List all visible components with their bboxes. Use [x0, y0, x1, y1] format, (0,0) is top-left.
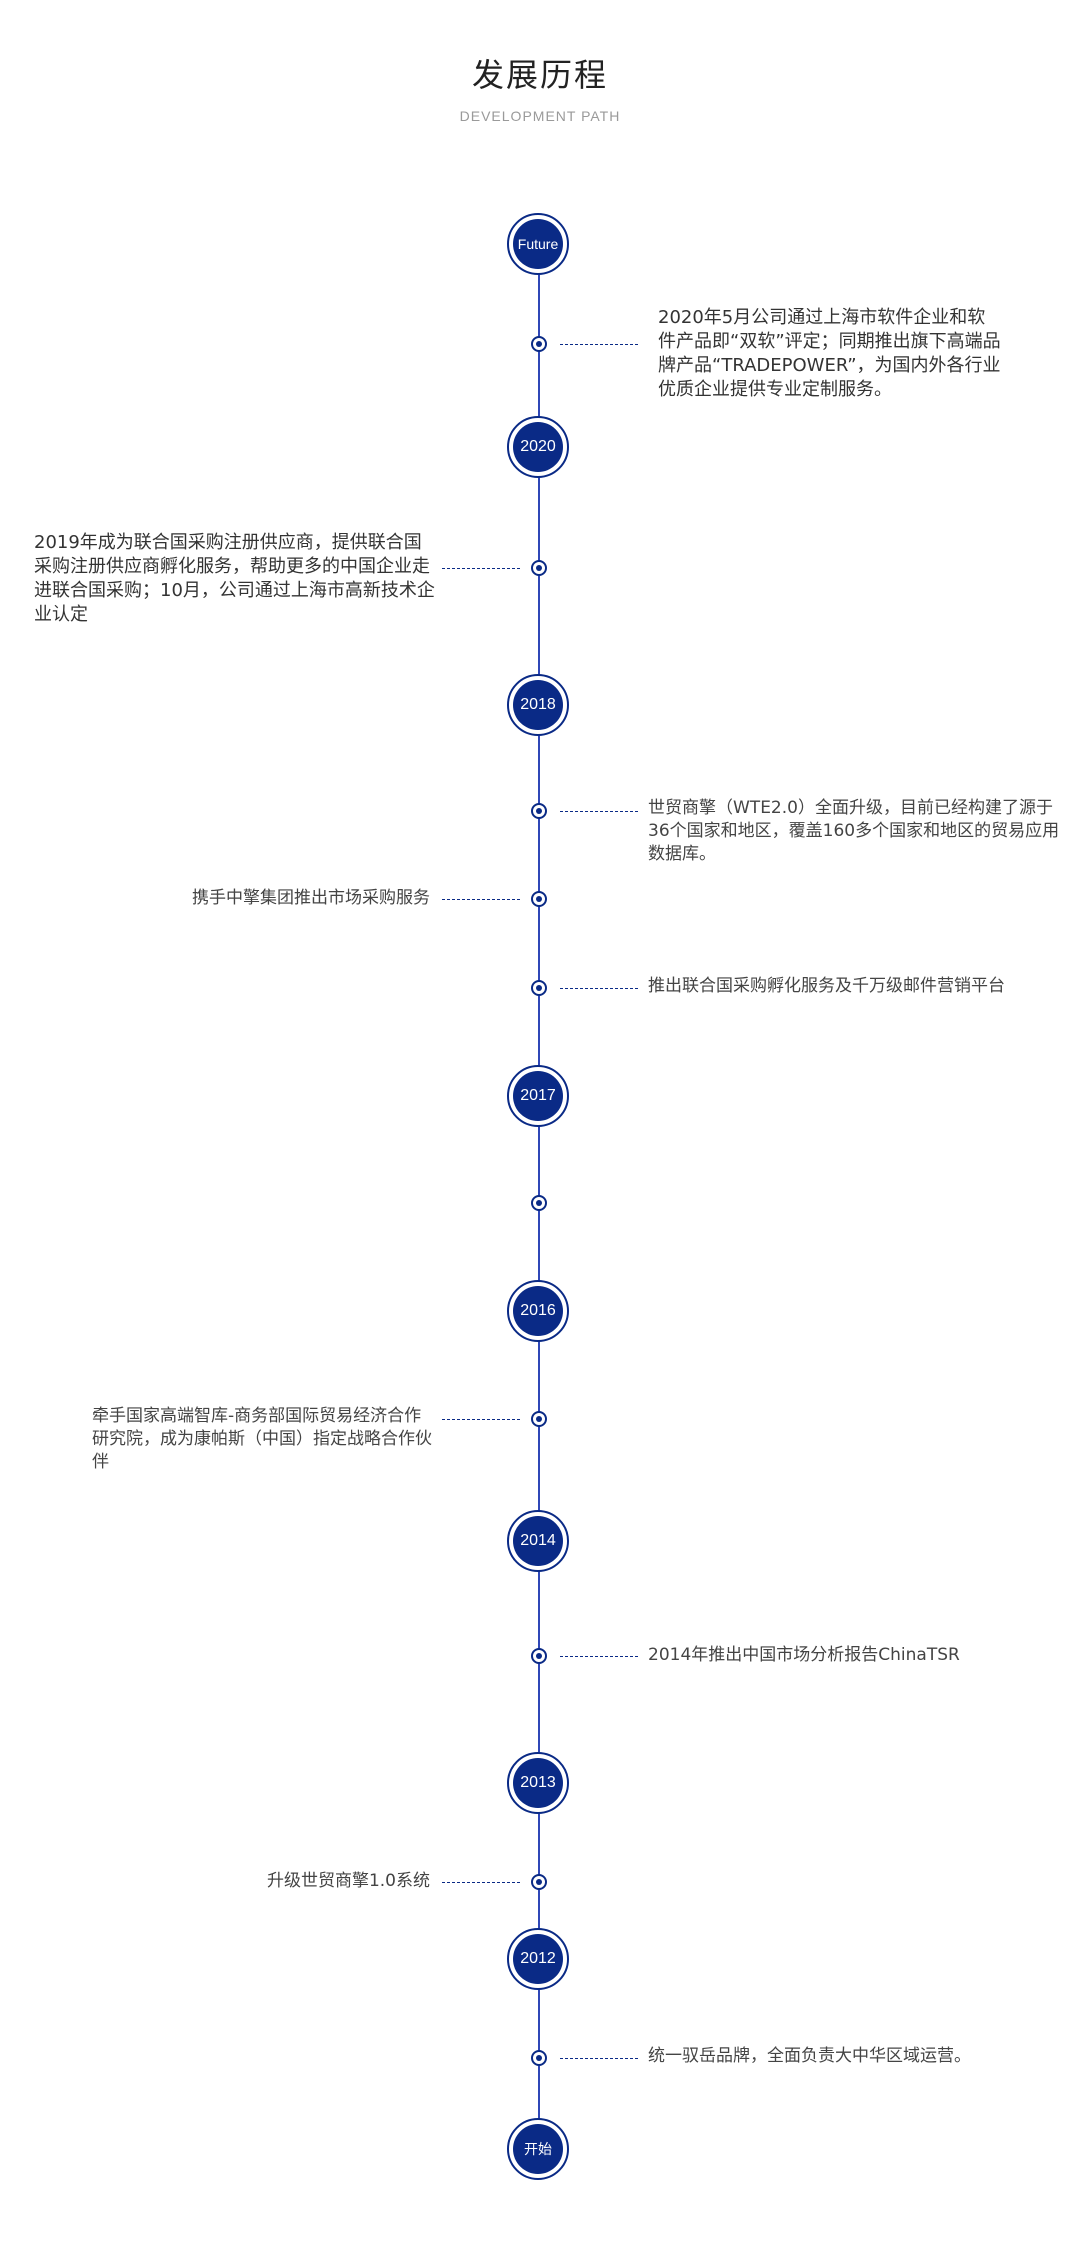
event-dot-2014	[531, 1648, 547, 1664]
connector-2018c	[560, 988, 638, 989]
node-future-label: Future	[513, 219, 563, 269]
node-2017: 2017	[507, 1065, 569, 1127]
event-dot-2017	[531, 1195, 547, 1211]
connector-2018b	[442, 899, 520, 900]
connector-2018a	[560, 811, 638, 812]
connector-2012	[560, 2058, 638, 2059]
event-text-2019: 2019年成为联合国采购注册供应商，提供联合国采购注册供应商孵化服务，帮助更多的…	[34, 532, 435, 625]
connector-2020	[560, 344, 638, 345]
node-2018-label: 2018	[513, 680, 563, 730]
event-dot-2020	[531, 336, 547, 352]
connector-2019	[442, 568, 520, 569]
node-2016: 2016	[507, 1280, 569, 1342]
event-text-2016: 牵手国家高端智库-商务部国际贸易经济合作研究院，成为康帕斯（中国）指定战略合作伙…	[92, 1406, 432, 1472]
event-dot-2018a	[531, 803, 547, 819]
node-2016-label: 2016	[513, 1286, 563, 1336]
node-start-label: 开始	[513, 2124, 563, 2174]
node-2014: 2014	[507, 1510, 569, 1572]
event-dot-2019	[531, 560, 547, 576]
event-text-2020: 2020年5月公司通过上海市软件企业和软件产品即“双软”评定；同期推出旗下高端品…	[658, 307, 1001, 400]
page-title: 发展历程	[471, 56, 608, 94]
node-2020-label: 2020	[513, 422, 563, 472]
connector-2014	[560, 1656, 638, 1657]
event-text-2013: 升级世贸商擎1.0系统	[266, 1871, 430, 1891]
event-dot-2012	[531, 2050, 547, 2066]
node-future: Future	[507, 213, 569, 275]
event-dot-2018c	[531, 980, 547, 996]
event-dot-2013	[531, 1874, 547, 1890]
timeline-axis	[538, 244, 540, 2124]
node-start: 开始	[507, 2118, 569, 2180]
node-2012: 2012	[507, 1928, 569, 1990]
event-dot-2016	[531, 1411, 547, 1427]
connector-2013	[442, 1882, 520, 1883]
connector-2016	[442, 1419, 520, 1420]
page-subtitle: DEVELOPMENT PATH	[459, 108, 621, 124]
event-text-2018a: 世贸商擎（WTE2.0）全面升级，目前已经构建了源于36个国家和地区，覆盖160…	[648, 798, 1060, 864]
event-text-2014: 2014年推出中国市场分析报告ChinaTSR	[648, 1645, 960, 1665]
event-dot-2018b	[531, 891, 547, 907]
node-2014-label: 2014	[513, 1516, 563, 1566]
node-2018: 2018	[507, 674, 569, 736]
node-2013: 2013	[507, 1752, 569, 1814]
node-2013-label: 2013	[513, 1758, 563, 1808]
node-2020: 2020	[507, 416, 569, 478]
event-text-2018b: 携手中擎集团推出市场采购服务	[192, 888, 430, 908]
node-2017-label: 2017	[513, 1071, 563, 1121]
event-text-2018c: 推出联合国采购孵化服务及千万级邮件营销平台	[648, 976, 1005, 996]
node-2012-label: 2012	[513, 1934, 563, 1984]
event-text-2012: 统一驭岳品牌，全面负责大中华区域运营。	[648, 2046, 971, 2066]
